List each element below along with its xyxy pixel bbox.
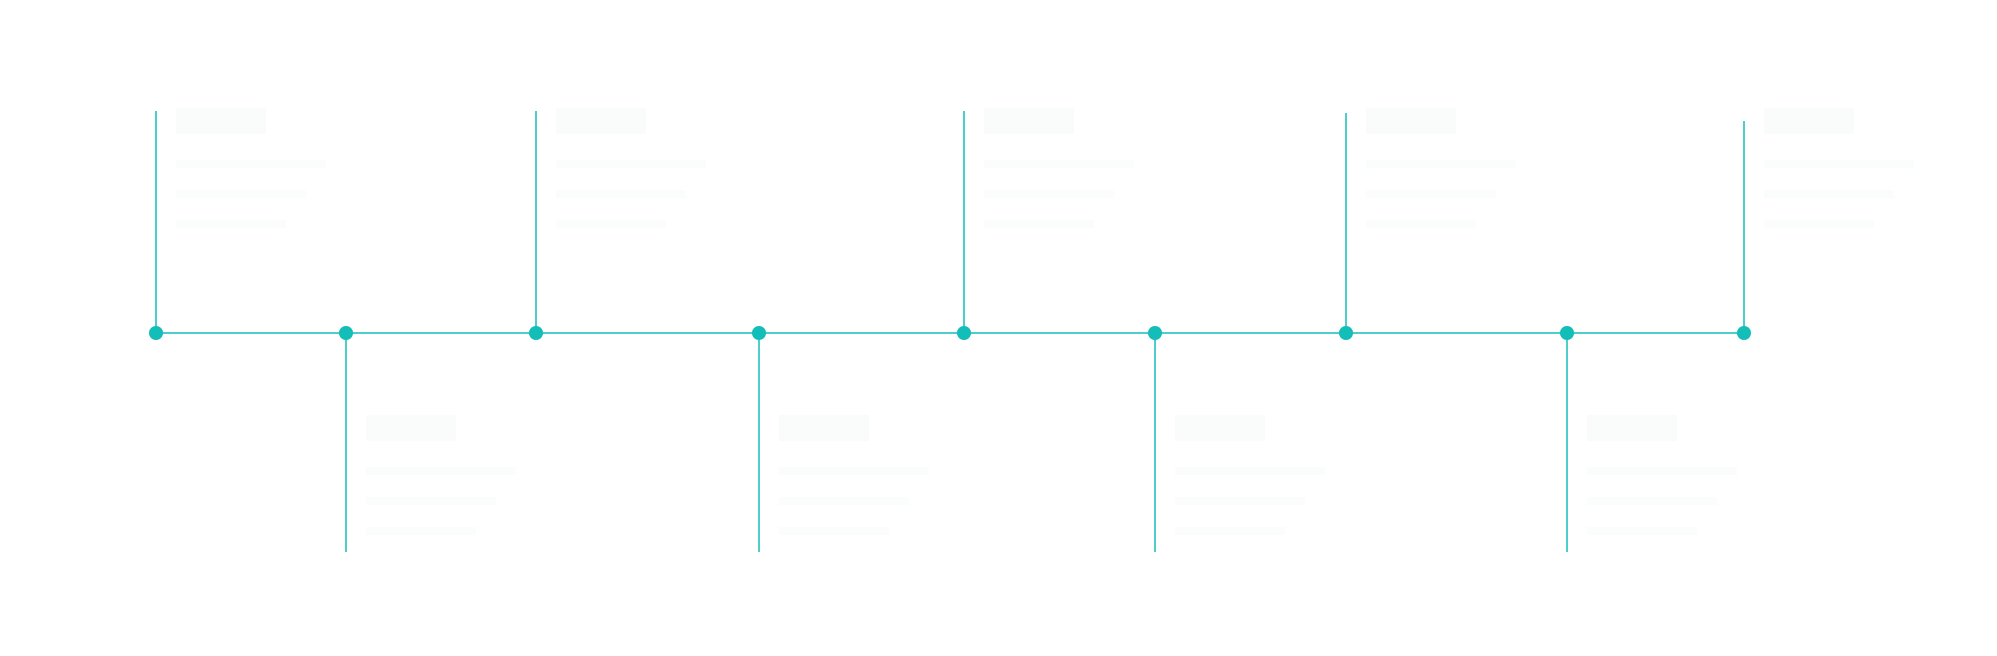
milestone-text-placeholder-2-3: [366, 527, 476, 535]
milestone-dot-8: [1560, 326, 1574, 340]
milestone-text-placeholder-6-1: [1175, 467, 1325, 475]
milestone-dot-3: [529, 326, 543, 340]
milestone-dot-7: [1339, 326, 1353, 340]
milestone-dot-9: [1737, 326, 1751, 340]
milestone-text-placeholder-6-2: [1175, 497, 1305, 505]
milestone-title-placeholder-3: [556, 108, 646, 134]
milestone-dot-5: [957, 326, 971, 340]
milestone-title-placeholder-6: [1175, 415, 1265, 441]
milestone-text-placeholder-3-3: [556, 220, 666, 228]
milestone-text-placeholder-9-1: [1764, 160, 1914, 168]
milestone-text-placeholder-4-1: [779, 467, 929, 475]
milestone-text-placeholder-2-1: [366, 467, 516, 475]
milestone-dots: [149, 326, 1751, 340]
milestone-text-placeholder-8-3: [1587, 527, 1697, 535]
milestone-text-placeholder-4-3: [779, 527, 889, 535]
milestone-text-placeholder-5-3: [984, 220, 1094, 228]
milestone-text-placeholder-8-1: [1587, 467, 1737, 475]
milestone-title-placeholder-4: [779, 415, 869, 441]
milestone-title-placeholder-5: [984, 108, 1074, 134]
milestone-text-placeholder-9-2: [1764, 190, 1894, 198]
milestone-text-placeholder-9-3: [1764, 220, 1874, 228]
milestone-text-placeholder-5-1: [984, 160, 1134, 168]
milestone-title-placeholder-1: [176, 108, 266, 134]
milestone-text-placeholder-3-2: [556, 190, 686, 198]
milestone-text-placeholder-3-1: [556, 160, 706, 168]
milestone-title-placeholder-8: [1587, 415, 1677, 441]
milestone-text-placeholder-1-1: [176, 160, 326, 168]
milestone-title-placeholder-2: [366, 415, 456, 441]
milestone-dot-2: [339, 326, 353, 340]
milestone-text-placeholder-7-2: [1366, 190, 1496, 198]
milestone-connectors: [155, 111, 1745, 552]
milestone-text-placeholder-5-2: [984, 190, 1114, 198]
milestone-dot-1: [149, 326, 163, 340]
milestone-text-placeholder-4-2: [779, 497, 909, 505]
milestone-dot-6: [1148, 326, 1162, 340]
milestone-text-placeholder-6-3: [1175, 527, 1285, 535]
milestone-text-placeholder-8-2: [1587, 497, 1717, 505]
milestone-text-placeholder-7-1: [1366, 160, 1516, 168]
milestone-text-placeholder-1-2: [176, 190, 306, 198]
milestone-title-placeholder-9: [1764, 108, 1854, 134]
milestone-text-placeholder-2-2: [366, 497, 496, 505]
milestone-text-placeholder-7-3: [1366, 220, 1476, 228]
milestone-text-placeholder-1-3: [176, 220, 286, 228]
milestone-dot-4: [752, 326, 766, 340]
milestone-title-placeholder-7: [1366, 108, 1456, 134]
